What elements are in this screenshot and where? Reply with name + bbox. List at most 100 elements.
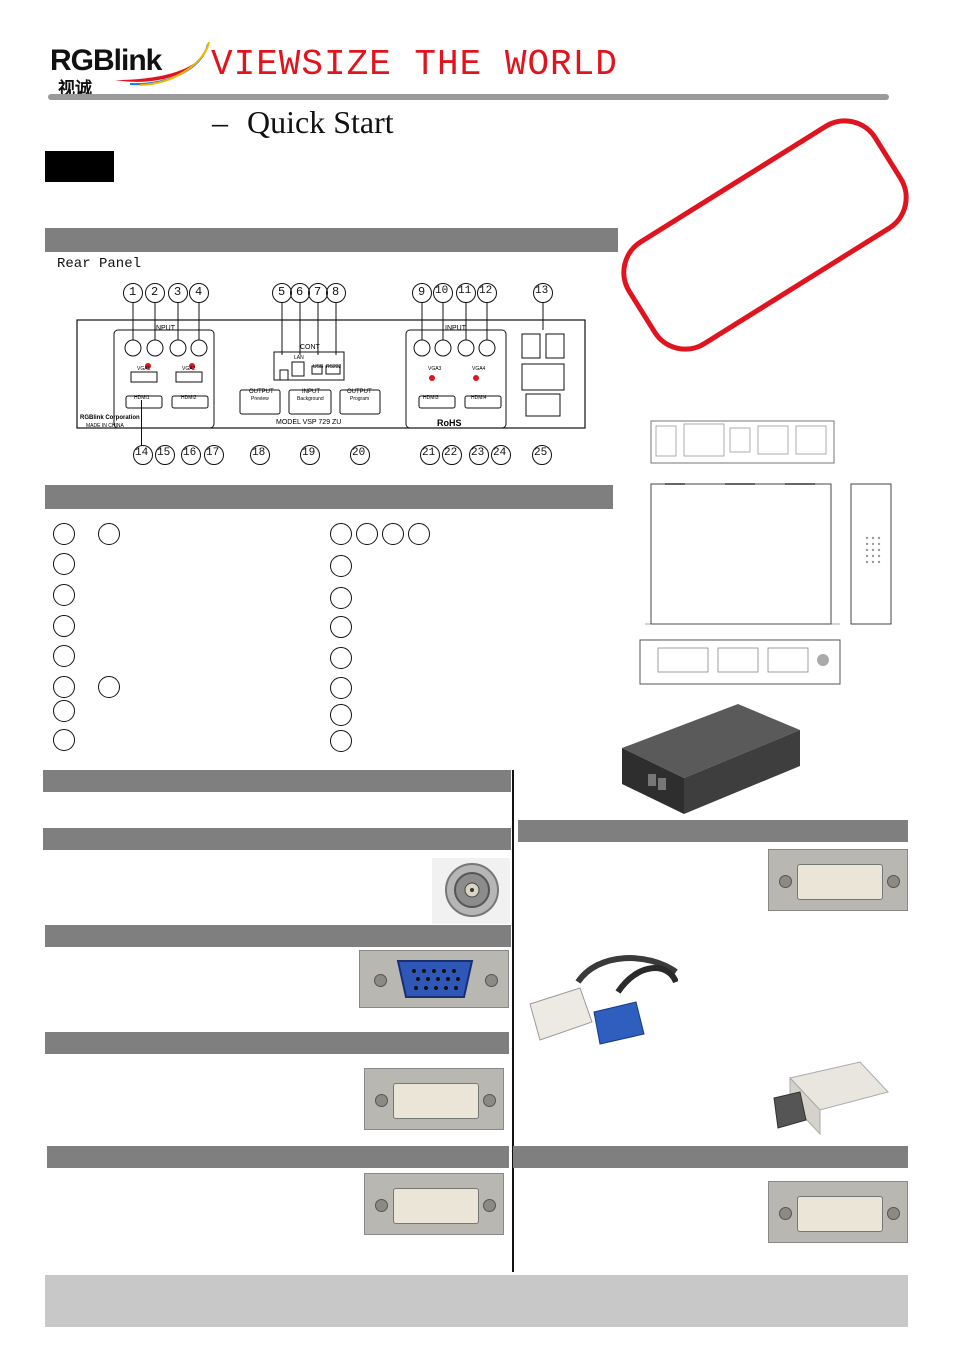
silk-vga1: VGA1 <box>137 366 151 372</box>
callout-22 <box>442 445 462 465</box>
legend-marker <box>53 676 75 698</box>
callout-6-label: 6 <box>296 285 304 299</box>
callout-24-label: 24 <box>493 447 507 459</box>
device-photo-icon <box>622 704 800 814</box>
slogan: VIEWSIZE THE WORLD <box>211 44 618 85</box>
callout-23-label: 23 <box>471 447 485 459</box>
callout-9-label: 9 <box>418 285 426 299</box>
side-view-drawing <box>850 483 892 625</box>
legend-marker <box>53 729 75 751</box>
legend-bar <box>45 485 613 509</box>
callout-14-label: 14 <box>135 447 149 459</box>
section-bar-4 <box>45 1032 509 1054</box>
dvi-vga-adapter-photo-icon <box>773 1061 889 1136</box>
legend-marker <box>330 555 352 577</box>
callout-15-label: 15 <box>157 447 171 459</box>
silk-rohs: RoHS <box>437 418 462 428</box>
callout-13-label: 13 <box>535 285 549 297</box>
silk-usb: USB <box>313 364 324 370</box>
silk-rs232: RS232 <box>326 364 342 370</box>
callout-1 <box>123 283 143 303</box>
section-bar-3 <box>45 925 511 947</box>
legend-marker <box>330 587 352 609</box>
leader-14 <box>141 400 142 446</box>
silk-cont: CONT <box>300 344 320 351</box>
footer-box <box>45 1275 908 1327</box>
callout-4 <box>189 283 209 303</box>
rear-panel-label: Rear Panel <box>57 256 142 272</box>
silk-corp: RGBlink Corporation <box>80 415 140 421</box>
silk-output-preview: OUTPUT <box>249 389 274 395</box>
legend-marker <box>98 523 120 545</box>
silk-input-left: INPUT <box>154 325 175 332</box>
callout-7-label: 7 <box>314 285 322 299</box>
callout-25 <box>532 445 552 465</box>
callout-16 <box>181 445 201 465</box>
section-bar-5 <box>47 1146 509 1168</box>
silk-input-background: INPUT <box>302 389 320 395</box>
rear-panel-bar <box>45 228 618 252</box>
column-divider <box>512 770 514 1272</box>
silk-input-right: INPUT <box>445 325 466 332</box>
title-dash: – <box>212 104 228 140</box>
silk-hdmi3: HDMI3 <box>423 395 439 401</box>
stamp-outline <box>621 118 909 352</box>
legend-marker <box>330 616 352 638</box>
callout-11 <box>456 283 476 303</box>
silk-lan: LAN <box>294 355 304 361</box>
callout-24 <box>491 445 511 465</box>
logo-swoosh-icon <box>115 41 210 86</box>
page-title: Quick Start <box>247 104 394 140</box>
callout-9 <box>412 283 432 303</box>
legend-marker <box>408 523 430 545</box>
bnc-connector-photo-icon <box>432 858 510 924</box>
logo: RGBlink 视诚 <box>50 40 210 99</box>
callout-14 <box>133 445 153 465</box>
top-view-drawing <box>645 483 840 625</box>
callout-4-label: 4 <box>195 285 203 299</box>
legend-marker <box>382 523 404 545</box>
silk-model: MODEL VSP 729 ZU <box>276 419 342 426</box>
silk-hdmi4: HDMI4 <box>471 395 487 401</box>
logo-wordmark: RGBlink <box>50 44 162 77</box>
callout-13 <box>533 283 553 303</box>
rear-view-drawing <box>639 639 841 685</box>
section-bar-2 <box>43 828 511 850</box>
legend-marker <box>330 647 352 669</box>
legend-marker <box>53 615 75 637</box>
callout-16-label: 16 <box>183 447 197 459</box>
callout-3 <box>168 283 188 303</box>
dvi-connector-photo-icon <box>768 849 908 911</box>
callout-22-label: 22 <box>444 447 458 459</box>
silk-program: Program <box>350 396 370 402</box>
front-panel-drawing <box>650 420 835 464</box>
callout-3-label: 3 <box>174 285 182 299</box>
vga-connector-photo-icon <box>359 950 509 1008</box>
legend-marker <box>53 523 75 545</box>
callout-11-label: 11 <box>458 285 472 297</box>
section-bar-1 <box>43 770 511 792</box>
callout-12 <box>477 283 497 303</box>
callout-20 <box>350 445 370 465</box>
callout-1-label: 1 <box>129 285 137 299</box>
dvi-vga-cable-photo-icon <box>528 952 678 1046</box>
callout-19 <box>300 445 320 465</box>
callout-8-label: 8 <box>332 285 340 299</box>
legend-marker <box>53 645 75 667</box>
callout-15 <box>155 445 175 465</box>
silk-vga4: VGA4 <box>472 366 486 372</box>
rear-panel-drawing <box>76 303 586 429</box>
callout-18 <box>250 445 270 465</box>
callout-25-label: 25 <box>534 447 548 459</box>
callout-12-label: 12 <box>479 285 493 297</box>
section-bar-6 <box>518 820 908 842</box>
silk-vga2: VGA2 <box>182 366 196 372</box>
legend-marker <box>330 523 352 545</box>
header-rule <box>48 94 889 100</box>
legend-marker <box>53 584 75 606</box>
title-black-block <box>45 151 114 182</box>
silk-hdmi2: HDMI2 <box>181 395 197 401</box>
callout-23 <box>469 445 489 465</box>
callout-10-label: 10 <box>435 285 449 297</box>
callout-21 <box>420 445 440 465</box>
